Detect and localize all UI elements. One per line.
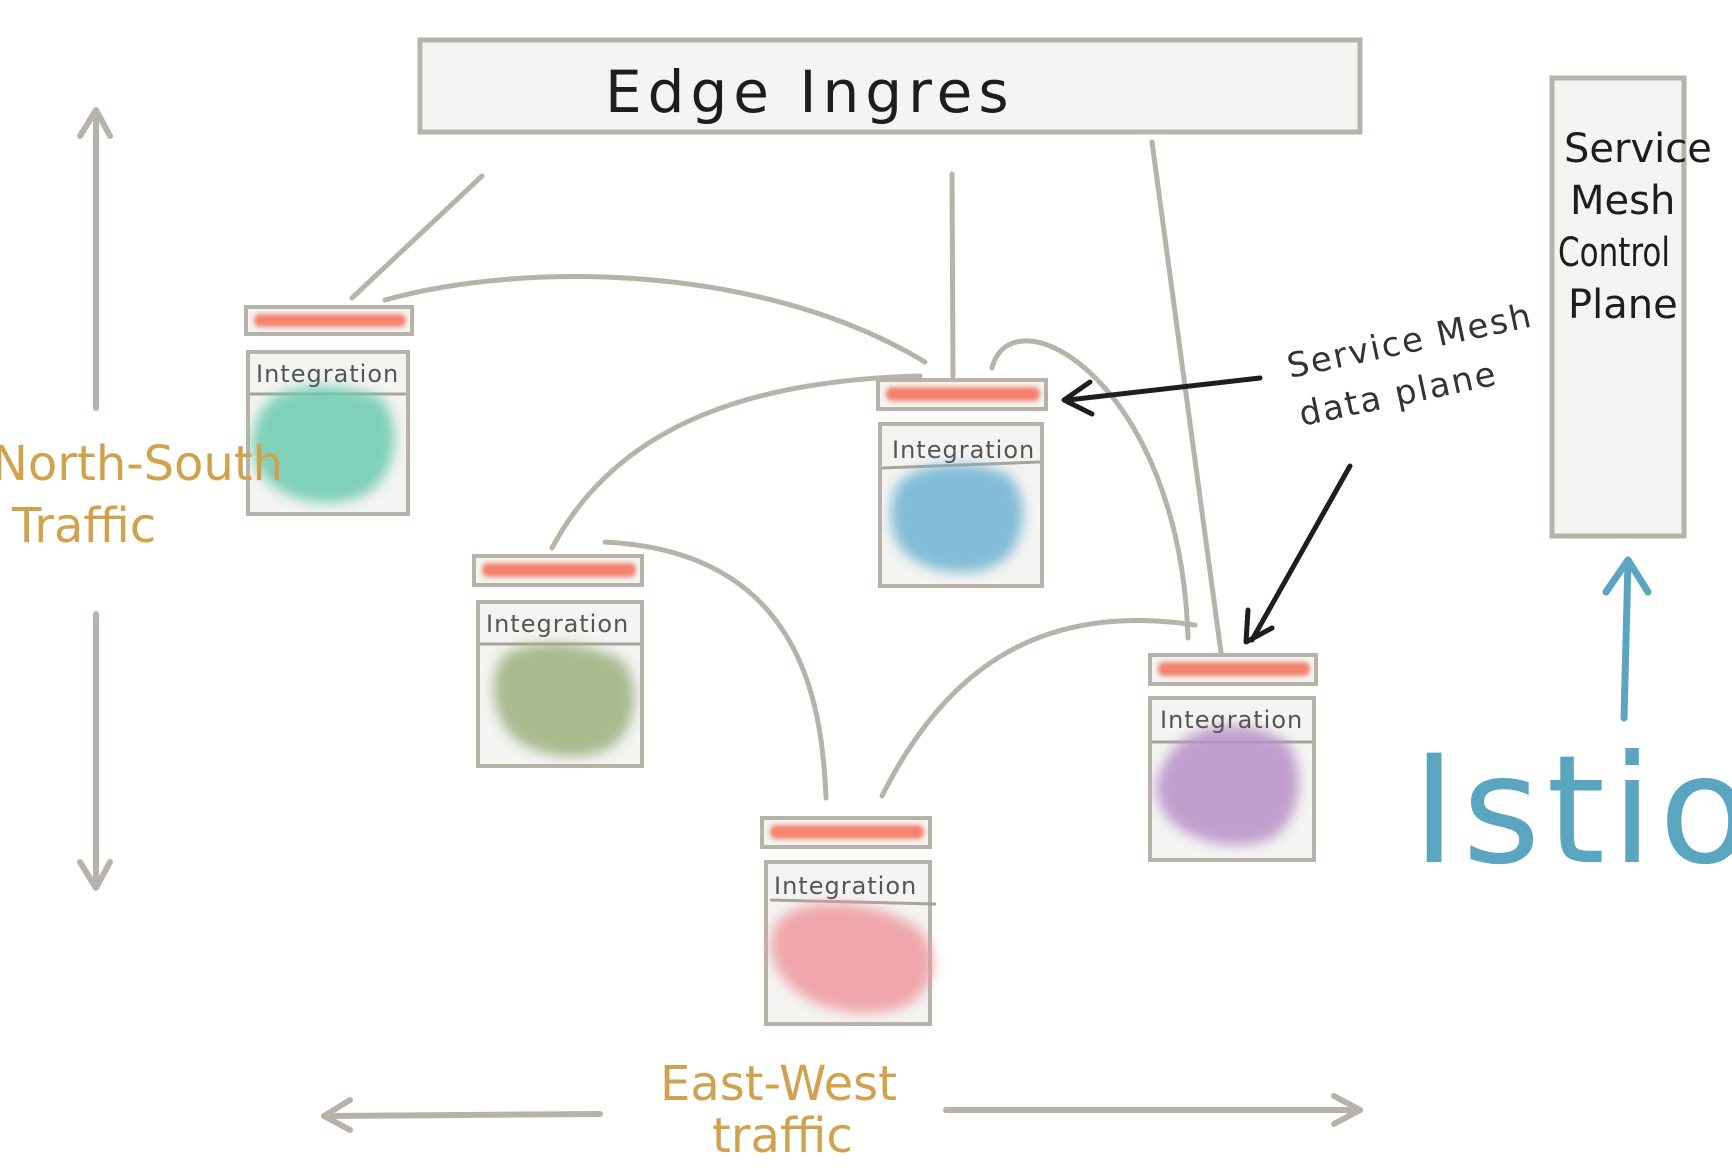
service-label: Integration — [892, 436, 1035, 464]
service-label: Integration — [774, 872, 917, 900]
control-plane-line-1: Service — [1564, 126, 1712, 172]
sidecar-proxy-bar — [886, 387, 1040, 401]
mesh-links — [382, 274, 1198, 801]
control-plane-box — [1549, 75, 1687, 539]
service-1: Integration — [244, 305, 414, 516]
double-arrow-horizontal-icon — [321, 1093, 1363, 1133]
ingress-link-3 — [1149, 139, 1225, 663]
istio-branding: Istio — [1412, 556, 1732, 898]
mesh-link-2-3 — [549, 373, 923, 551]
north-south-traffic: North-South Traffic — [0, 107, 283, 891]
sidecar-proxy-bar — [1158, 662, 1310, 676]
north-south-line-2: Traffic — [11, 498, 156, 554]
control-plane: Service Mesh Control Plane — [1549, 75, 1712, 539]
data-plane-arrow-icon-2 — [1243, 463, 1353, 645]
north-south-line-1: North-South — [0, 436, 283, 492]
sidecar-proxy-bar — [482, 563, 636, 577]
control-plane-line-2: Mesh — [1570, 178, 1675, 224]
control-plane-line-3: Control — [1558, 230, 1670, 276]
data-plane-annotation: Service Mesh data plane — [1061, 296, 1536, 645]
service-label: Integration — [1160, 706, 1303, 734]
service-blob — [494, 643, 635, 757]
ingress-connections — [349, 139, 1225, 663]
mesh-link-3-5 — [602, 539, 829, 801]
control-plane-line-4: Plane — [1568, 282, 1678, 328]
sidecar-proxy-bar — [770, 825, 924, 839]
edge-ingress-box — [417, 37, 1363, 135]
service-blob — [890, 464, 1023, 573]
edge-ingress: Edge Ingres — [417, 37, 1363, 135]
service-divider — [769, 898, 937, 906]
arrow-up-icon — [1602, 556, 1652, 722]
service-5: Integration — [760, 816, 937, 1026]
mesh-link-2-4 — [989, 338, 1191, 641]
service-label: Integration — [256, 360, 399, 388]
service-2: Integration — [876, 378, 1048, 588]
east-west-line-2: traffic — [712, 1108, 853, 1164]
mesh-link-1-2 — [382, 274, 928, 365]
service-blob — [770, 903, 933, 1014]
edge-ingress-label: Edge Ingres — [605, 58, 1015, 126]
sidecar-proxy-bar — [254, 314, 406, 327]
data-plane-arrow-icon — [1061, 375, 1263, 417]
service-3: Integration — [472, 554, 644, 768]
east-west-line-1: East-West — [660, 1056, 897, 1112]
east-west-traffic: East-West traffic — [321, 1056, 1363, 1164]
service-blob — [252, 386, 395, 503]
double-arrow-vertical-icon — [77, 107, 113, 891]
service-4: Integration — [1148, 653, 1318, 862]
mesh-link-4-5 — [879, 618, 1198, 799]
istio-label: Istio — [1412, 724, 1732, 898]
service-blob — [1156, 725, 1299, 845]
ingress-link-2 — [949, 171, 956, 379]
service-label: Integration — [486, 610, 629, 638]
ingress-link-1 — [349, 173, 485, 301]
